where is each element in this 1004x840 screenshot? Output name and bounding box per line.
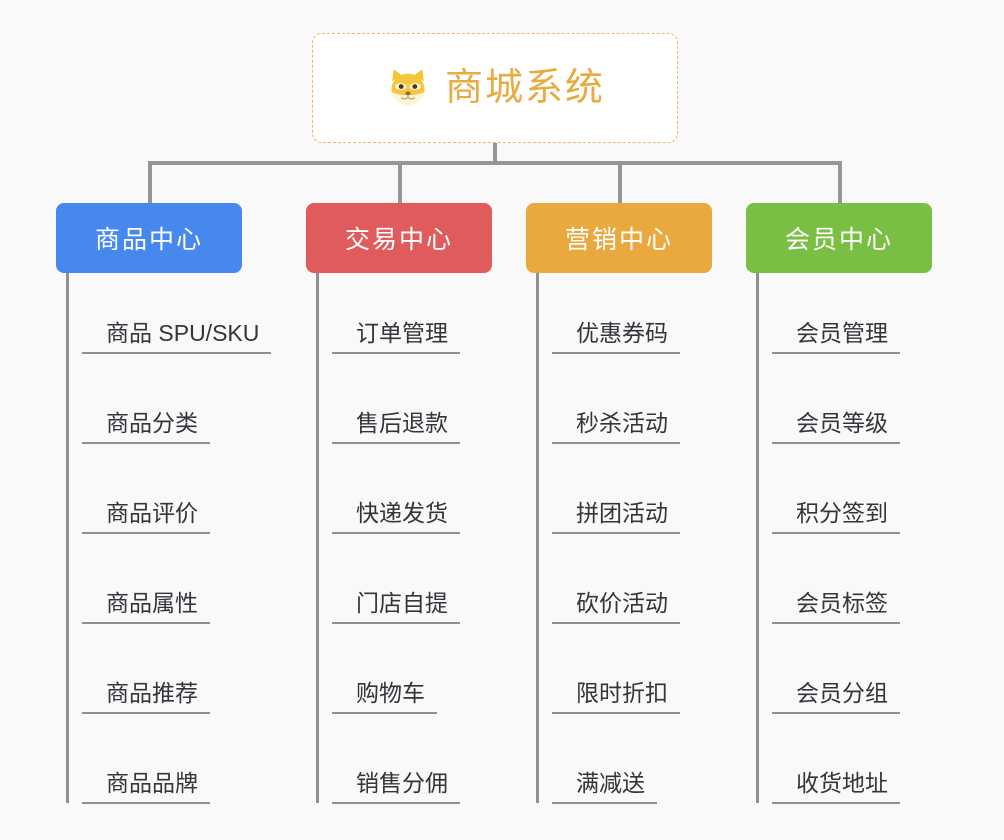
list-item[interactable]: 订单管理 <box>332 320 460 355</box>
root-node-shop-system[interactable]: 商城系统 <box>312 33 678 143</box>
branch-marketing-center: 营销中心 优惠券码 秒杀活动 拼团活动 砍价活动 限时折扣 满减送 <box>526 203 776 805</box>
branch-header-label: 营销中心 <box>564 226 673 254</box>
branch-trade-center: 交易中心 订单管理 售后退款 快递发货 门店自提 购物车 销售分佣 <box>306 203 556 805</box>
connector-horizontal-bus <box>148 161 842 165</box>
list-item[interactable]: 商品推荐 <box>82 680 210 715</box>
branch-header-label: 交易中心 <box>344 226 453 254</box>
list-item[interactable]: 限时折扣 <box>552 680 680 715</box>
branch-header-label: 商品中心 <box>94 226 203 254</box>
list-item[interactable]: 门店自提 <box>332 590 460 625</box>
list-item[interactable]: 商品品牌 <box>82 770 210 805</box>
branch-items-marketing-center: 优惠券码 秒杀活动 拼团活动 砍价活动 限时折扣 满减送 <box>536 273 776 805</box>
branch-header-product-center[interactable]: 商品中心 <box>56 203 242 273</box>
list-item[interactable]: 满减送 <box>552 770 657 805</box>
branch-items-product-center: 商品 SPU/SKU 商品分类 商品评价 商品属性 商品推荐 商品品牌 <box>66 273 306 805</box>
branch-header-member-center[interactable]: 会员中心 <box>746 203 932 273</box>
connector-drop-member <box>838 161 842 206</box>
branch-header-marketing-center[interactable]: 营销中心 <box>526 203 712 273</box>
root-title: 商城系统 <box>444 67 605 109</box>
list-item[interactable]: 拼团活动 <box>552 500 680 535</box>
branch-member-center: 会员中心 会员管理 会员等级 积分签到 会员标签 会员分组 收货地址 <box>746 203 996 805</box>
branch-product-center: 商品中心 商品 SPU/SKU 商品分类 商品评价 商品属性 商品推荐 商品品牌 <box>56 203 306 805</box>
list-item[interactable]: 商品属性 <box>82 590 210 625</box>
connector-drop-product <box>148 161 152 206</box>
branch-header-trade-center[interactable]: 交易中心 <box>306 203 492 273</box>
list-item[interactable]: 快递发货 <box>332 500 460 535</box>
list-item[interactable]: 售后退款 <box>332 410 460 445</box>
branch-items-trade-center: 订单管理 售后退款 快递发货 门店自提 购物车 销售分佣 <box>316 273 556 805</box>
list-item[interactable]: 会员等级 <box>772 410 900 445</box>
list-item[interactable]: 商品评价 <box>82 500 210 535</box>
list-item[interactable]: 销售分佣 <box>332 770 460 805</box>
list-item[interactable]: 会员管理 <box>772 320 900 355</box>
branch-items-member-center: 会员管理 会员等级 积分签到 会员标签 会员分组 收货地址 <box>756 273 996 805</box>
list-item[interactable]: 会员分组 <box>772 680 900 715</box>
list-item[interactable]: 秒杀活动 <box>552 410 680 445</box>
branch-header-label: 会员中心 <box>784 226 893 254</box>
connector-drop-trade <box>398 161 402 206</box>
connector-drop-marketing <box>618 161 622 206</box>
list-item[interactable]: 优惠券码 <box>552 320 680 355</box>
list-item[interactable]: 会员标签 <box>772 590 900 625</box>
list-item[interactable]: 砍价活动 <box>552 590 680 625</box>
list-item[interactable]: 积分签到 <box>772 500 900 535</box>
connector-root-stem <box>493 143 497 163</box>
shiba-dog-face-icon <box>391 69 425 107</box>
list-item[interactable]: 商品分类 <box>82 410 210 445</box>
list-item[interactable]: 购物车 <box>332 680 437 715</box>
list-item[interactable]: 商品 SPU/SKU <box>82 320 272 355</box>
list-item[interactable]: 收货地址 <box>772 770 900 805</box>
